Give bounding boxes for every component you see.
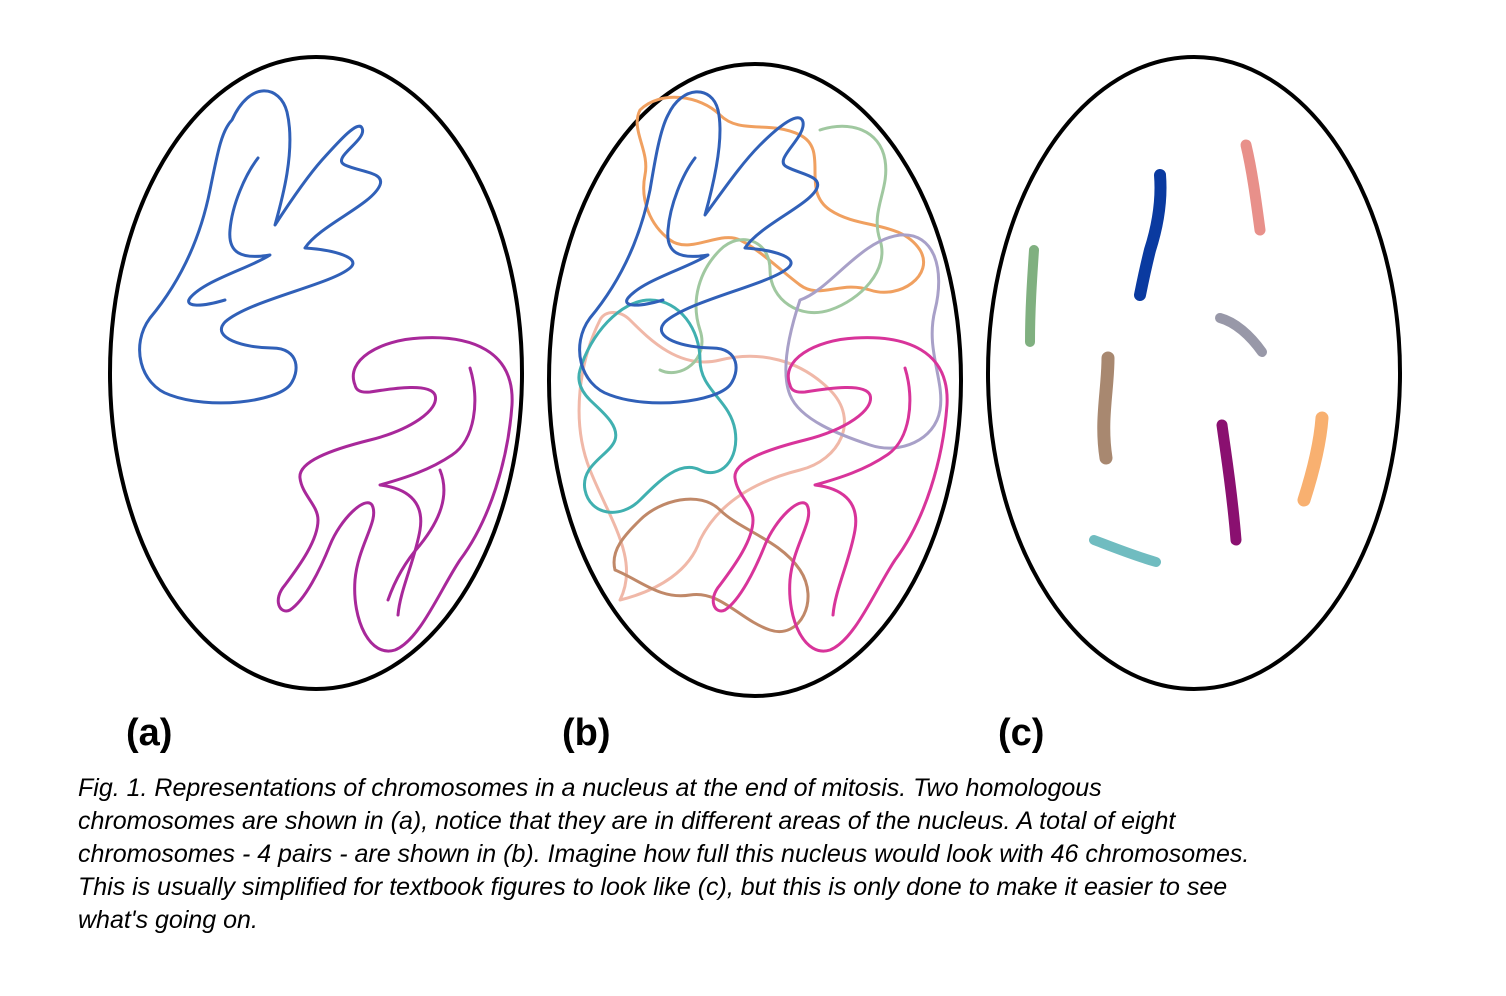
panel-a [108,55,524,691]
condensed-chromosome-apricot [1297,411,1329,507]
condensed-chromosome-sage [1025,245,1039,347]
caption-line: This is usually simplified for textbook … [78,873,1228,901]
chromosome-brown-b [612,497,810,634]
panel-label-c: (c) [998,712,1045,754]
chromosome-blue-a-inner [187,156,272,307]
chromosome-lavender-b [784,233,943,450]
caption-line: Fig. 1. Representations of chromosomes i… [78,774,1102,802]
chromosome-salmon-b [577,311,846,602]
condensed-chromosome-turquoise [1089,535,1161,567]
chromosome-orange-b [635,95,926,294]
chromosome-magenta-a-inner [378,366,477,617]
chromosome-figure [108,55,1402,698]
chromosome-teal-b [577,298,738,514]
chromosome-pink-b [711,336,949,653]
nucleus-a [108,55,524,691]
nucleus-b [547,62,963,698]
condensed-chromosome-grey [1215,313,1267,357]
chromosome-blue-a [138,89,383,405]
panel-b [547,62,963,698]
chromosome-magenta-a-branch [386,468,446,602]
condensed-chromosome-plum [1216,419,1242,546]
caption-line: chromosomes are shown in (a), notice tha… [78,807,1176,835]
condensed-chromosome-taupe [1097,351,1115,465]
condensed-chromosome-navy [1134,169,1167,301]
chromosome-blue-b [578,90,820,405]
caption-line: what's going on. [78,906,258,934]
panel-c [986,55,1402,691]
condensed-chromosome-rose [1240,139,1266,236]
chromosome-pink-b-inner [813,366,912,617]
panel-label-b: (b) [562,712,611,754]
chromosome-blue-b-inner [625,156,710,307]
chromosome-magenta-a [276,336,514,653]
nucleus-c [986,55,1402,691]
figure-caption: Fig. 1. Representations of chromosomes i… [78,772,1478,937]
caption-line: chromosomes - 4 pairs - are shown in (b)… [78,840,1250,868]
panel-label-a: (a) [126,712,173,754]
chromosome-green-b [658,124,888,375]
